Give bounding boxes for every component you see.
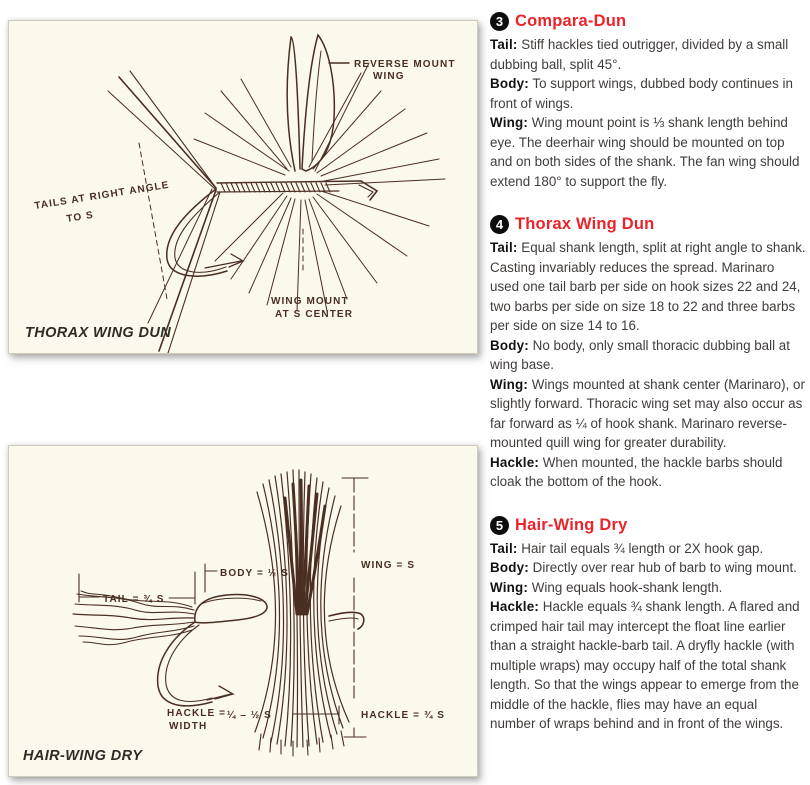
- spec-label: Tail:: [490, 240, 518, 255]
- hackle-dimension-label: HACKLE = ¾ S: [361, 710, 445, 721]
- spec-paragraph: Wing: Wing mount point is ⅓ shank length…: [490, 113, 806, 191]
- number-badge: 4: [490, 215, 509, 234]
- section-title: Compara-Dun: [515, 12, 627, 30]
- section-thorax-wing-dun: 4 Thorax Wing Dun Tail: Equal shank leng…: [490, 215, 806, 492]
- text-column: 3 Compara-Dun Tail: Stiff hackles tied o…: [490, 12, 806, 758]
- spec-label: Hackle:: [490, 454, 540, 470]
- spec-text: Wings mounted at shank center (Marinaro)…: [490, 376, 805, 451]
- wing-hackle-bundle: [254, 469, 350, 757]
- spec-paragraph: Tail: Stiff hackles tied outrigger, divi…: [490, 35, 806, 74]
- section-compara-dun: 3 Compara-Dun Tail: Stiff hackles tied o…: [490, 12, 806, 191]
- number-badge: 5: [490, 515, 509, 535]
- spec-paragraph: Body: To support wings, dubbed body cont…: [490, 74, 806, 113]
- spec-label: Wing:: [490, 579, 529, 595]
- spec-text: When mounted, the hackle barbs should cl…: [490, 454, 783, 490]
- spec-label: Wing:: [490, 376, 529, 392]
- spec-paragraph: Hackle: Hackle equals ¾ shank length. A …: [490, 597, 806, 734]
- dimension-lines: [78, 477, 369, 738]
- tail-fibers: [107, 70, 221, 353]
- spec-text: Wing mount point is ⅓ shank length behin…: [490, 115, 800, 189]
- number-badge: 3: [490, 12, 509, 31]
- section-header: 3 Compara-Dun: [490, 12, 806, 31]
- tail-dimension-label: TAIL = ¾ S: [103, 594, 164, 605]
- spec-paragraph: Body: No body, only small thoracic dubbi…: [490, 336, 806, 375]
- spec-paragraph: Tail: Equal shank length, split at right…: [490, 238, 806, 336]
- spec-label: Tail:: [490, 540, 518, 556]
- spec-label: Wing:: [490, 115, 529, 130]
- spec-label: Hackle:: [490, 599, 540, 614]
- spec-text: Equal shank length, split at right angle…: [490, 240, 806, 333]
- spec-text: Stiff hackles tied outrigger, divided by…: [490, 37, 789, 72]
- spec-paragraph: Hackle: When mounted, the hackle barbs s…: [490, 453, 806, 492]
- body-dimension-label: BODY = ½ S: [220, 568, 289, 579]
- spec-paragraph: Wing: Wings mounted at shank center (Mar…: [490, 375, 806, 453]
- wing-mount-annotation-line2: AT S CENTER: [275, 309, 353, 320]
- panel-caption: HAIR-WING DRY: [23, 748, 143, 764]
- tail-hairs: [72, 590, 195, 646]
- spec-label: Body:: [490, 560, 529, 575]
- section-hair-wing-dry: 5 Hair-Wing Dry Tail: Hair tail equals ¾…: [490, 515, 806, 734]
- section-title: Thorax Wing Dun: [515, 215, 655, 233]
- spec-text: Wing equals hook-shank length.: [531, 579, 723, 595]
- spec-text: To support wings, dubbed body continues …: [490, 76, 793, 111]
- spec-label: Tail:: [490, 37, 518, 52]
- panel-caption: THORAX WING DUN: [25, 325, 171, 341]
- hair-wing-dry-diagram: TAIL = ¾ S BODY = ½ S WING = S HACKLE = …: [23, 469, 445, 764]
- spec-text: No body, only small thoracic dubbing bal…: [490, 337, 790, 373]
- tails-annotation-line2: TO S: [66, 210, 95, 225]
- hair-wing-dry-panel: TAIL = ¾ S BODY = ½ S WING = S HACKLE = …: [8, 445, 478, 777]
- reverse-mount-annotation-line2: WING: [373, 71, 405, 82]
- wing-mount-annotation: WING MOUNT: [271, 296, 349, 307]
- hook-eye: [328, 611, 365, 630]
- spec-label: Body:: [490, 76, 529, 91]
- reverse-mount-annotation: REVERSE MOUNT: [354, 59, 456, 70]
- thorax-wing-dun-diagram: REVERSE MOUNT WING TAILS AT RIGHT ANGLE …: [25, 33, 456, 353]
- hook-shank: [216, 180, 379, 201]
- annotation-lines: [302, 62, 350, 274]
- spec-text: Hair tail equals ¾ length or 2X hook gap…: [521, 540, 764, 556]
- hook-bend: [166, 188, 245, 277]
- spec-text: Hackle equals ¾ shank length. A flared a…: [490, 599, 800, 731]
- hackle-fibers: [193, 62, 446, 312]
- section-header: 5 Hair-Wing Dry: [490, 515, 806, 535]
- tails-annotation: TAILS AT RIGHT ANGLE: [34, 180, 170, 212]
- thorax-wing-dun-panel: REVERSE MOUNT WING TAILS AT RIGHT ANGLE …: [8, 20, 478, 354]
- hackle-width-value: ¼ – ½ S: [227, 710, 272, 721]
- spec-paragraph: Wing: Wing equals hook-shank length.: [490, 578, 806, 598]
- hackle-width-label-line2: WIDTH: [169, 721, 207, 732]
- section-title: Hair-Wing Dry: [515, 515, 628, 534]
- spec-paragraph: Tail: Hair tail equals ¾ length or 2X ho…: [490, 539, 806, 559]
- hackle-width-label: HACKLE =: [167, 708, 226, 719]
- spec-label: Body:: [490, 337, 529, 353]
- spec-paragraph: Body: Directly over rear hub of barb to …: [490, 558, 806, 578]
- hook-bend: [156, 621, 235, 707]
- spec-text: Directly over rear hub of barb to wing m…: [532, 560, 797, 575]
- section-header: 4 Thorax Wing Dun: [490, 215, 806, 234]
- wing-dimension-label: WING = S: [361, 560, 415, 571]
- wings: [286, 33, 336, 172]
- body-dubbing: [194, 593, 268, 624]
